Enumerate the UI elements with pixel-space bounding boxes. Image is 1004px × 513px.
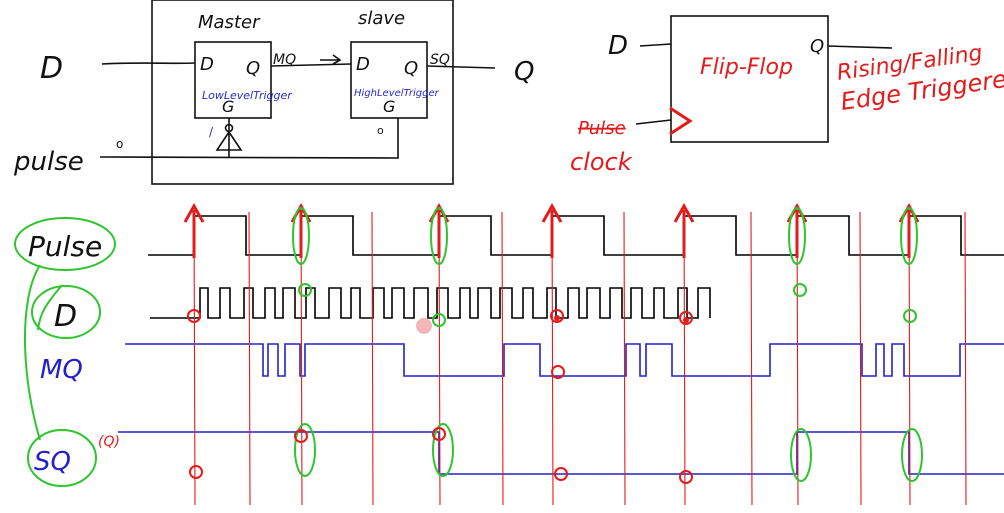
reference-line <box>750 211 753 506</box>
d-sample-marker <box>432 313 446 327</box>
pulse-signal-label: Pulse <box>28 230 102 263</box>
flipflop-d-label: D <box>608 31 628 61</box>
d-input-label: D <box>40 51 63 86</box>
slave-pin-g: G <box>383 97 395 116</box>
slave-pin-d: D <box>356 54 370 75</box>
pulse-label-circle <box>14 217 116 271</box>
d-sample-marker <box>793 283 807 297</box>
sq-transition-highlight <box>294 423 316 477</box>
mq-arrow <box>320 54 342 65</box>
rising-edge-arrow <box>541 202 563 258</box>
mq-signal-label: MQ <box>40 355 83 385</box>
slave-latch-box <box>350 41 428 119</box>
d-input-wire <box>101 62 196 65</box>
master-trigger-note: LowLevelTrigger <box>202 89 293 102</box>
reference-line <box>501 211 504 506</box>
d-signal-label: D <box>54 299 77 334</box>
sq-label-circle <box>27 429 97 487</box>
flipflop-d-wire <box>639 43 672 47</box>
reference-line <box>683 211 686 506</box>
reference-line <box>859 211 862 506</box>
d-sample-marker <box>550 309 564 323</box>
sq-transition-highlight <box>901 428 923 482</box>
sq-edge-marker <box>294 429 308 443</box>
pulse-mark: o <box>116 137 123 151</box>
reference-line <box>438 211 441 506</box>
pointer-dot <box>416 318 432 334</box>
d-sample-marker <box>903 309 917 323</box>
slave-bubble-mark: o <box>377 124 384 137</box>
sq-alias-label: (Q) <box>98 434 120 450</box>
slave-trigger-note: HighLevelTrigger <box>354 88 440 99</box>
flipflop-clock-wire <box>635 119 672 125</box>
master-pin-q: Q <box>246 58 260 79</box>
sq-sample-marker <box>679 470 693 484</box>
flipflop-q-wire <box>827 45 893 49</box>
q-output-label: Q <box>514 57 534 87</box>
slave-pin-q: Q <box>404 58 418 79</box>
slave-title: slave <box>358 8 405 29</box>
reference-line <box>193 211 196 506</box>
mq-net-label: MQ <box>273 52 296 68</box>
schematic-frame <box>151 0 454 185</box>
sq-sample-marker <box>554 467 568 481</box>
sq-signal-label: SQ <box>34 447 71 477</box>
sq-net-label: SQ <box>430 52 450 68</box>
clock-edge-symbol <box>669 106 693 136</box>
edge-highlight <box>430 207 448 265</box>
reference-line <box>300 211 303 506</box>
label-connector <box>24 264 63 441</box>
reference-line <box>623 211 626 506</box>
sq-sample-marker <box>189 465 203 479</box>
master-title: Master <box>198 12 261 33</box>
reference-line <box>248 211 251 506</box>
d-label-circle <box>31 285 101 339</box>
reference-line <box>796 211 799 506</box>
waveforms <box>118 202 1004 506</box>
flipflop-clock-old-label: Pulse <box>578 118 626 139</box>
master-slave-schematic <box>99 0 496 185</box>
inverter-triangle <box>215 130 243 151</box>
reference-line <box>371 211 374 506</box>
rising-edge-arrow <box>183 202 205 258</box>
flipflop-block <box>635 15 893 143</box>
pulse-waveform <box>148 215 1004 256</box>
reference-line <box>551 211 554 506</box>
edge-highlight <box>292 207 310 265</box>
inverter-bubble <box>224 123 234 133</box>
flipflop-clock-label: clock <box>570 148 633 176</box>
flipflop-body-label: Flip-Flop <box>700 55 793 80</box>
sq-edge-marker <box>432 427 446 441</box>
mq-waveform <box>125 343 1004 377</box>
sq-transition-highlight <box>790 428 812 482</box>
d-sample-dot <box>683 317 689 323</box>
d-waveform <box>150 287 711 319</box>
mq-wire <box>270 63 352 67</box>
master-pin-d: D <box>200 54 214 75</box>
sq-waveform <box>118 431 1004 475</box>
pulse-label: pulse <box>13 147 84 177</box>
inverter-mark: / <box>209 125 214 139</box>
sq-transition-highlight <box>432 423 454 477</box>
edge-highlight <box>788 207 806 265</box>
d-sample-marker <box>187 309 201 323</box>
flipflop-box <box>670 15 829 143</box>
flipflop-q-label: Q <box>810 36 824 57</box>
pulse-wire <box>99 118 399 159</box>
signal-label-group: Pulse D MQ SQ (Q) <box>14 217 120 487</box>
d-sample-dot <box>554 315 560 321</box>
master-latch-box <box>194 41 272 119</box>
master-pin-g: G <box>222 97 234 116</box>
reference-line <box>908 211 911 506</box>
d-sample-marker <box>679 311 693 325</box>
rising-edge-arrow <box>673 202 695 258</box>
d-sample-marker <box>298 283 312 297</box>
mq-sample-marker <box>551 365 565 379</box>
q-output-wire <box>426 65 496 69</box>
reference-line <box>964 211 967 506</box>
edge-highlight <box>900 207 918 265</box>
